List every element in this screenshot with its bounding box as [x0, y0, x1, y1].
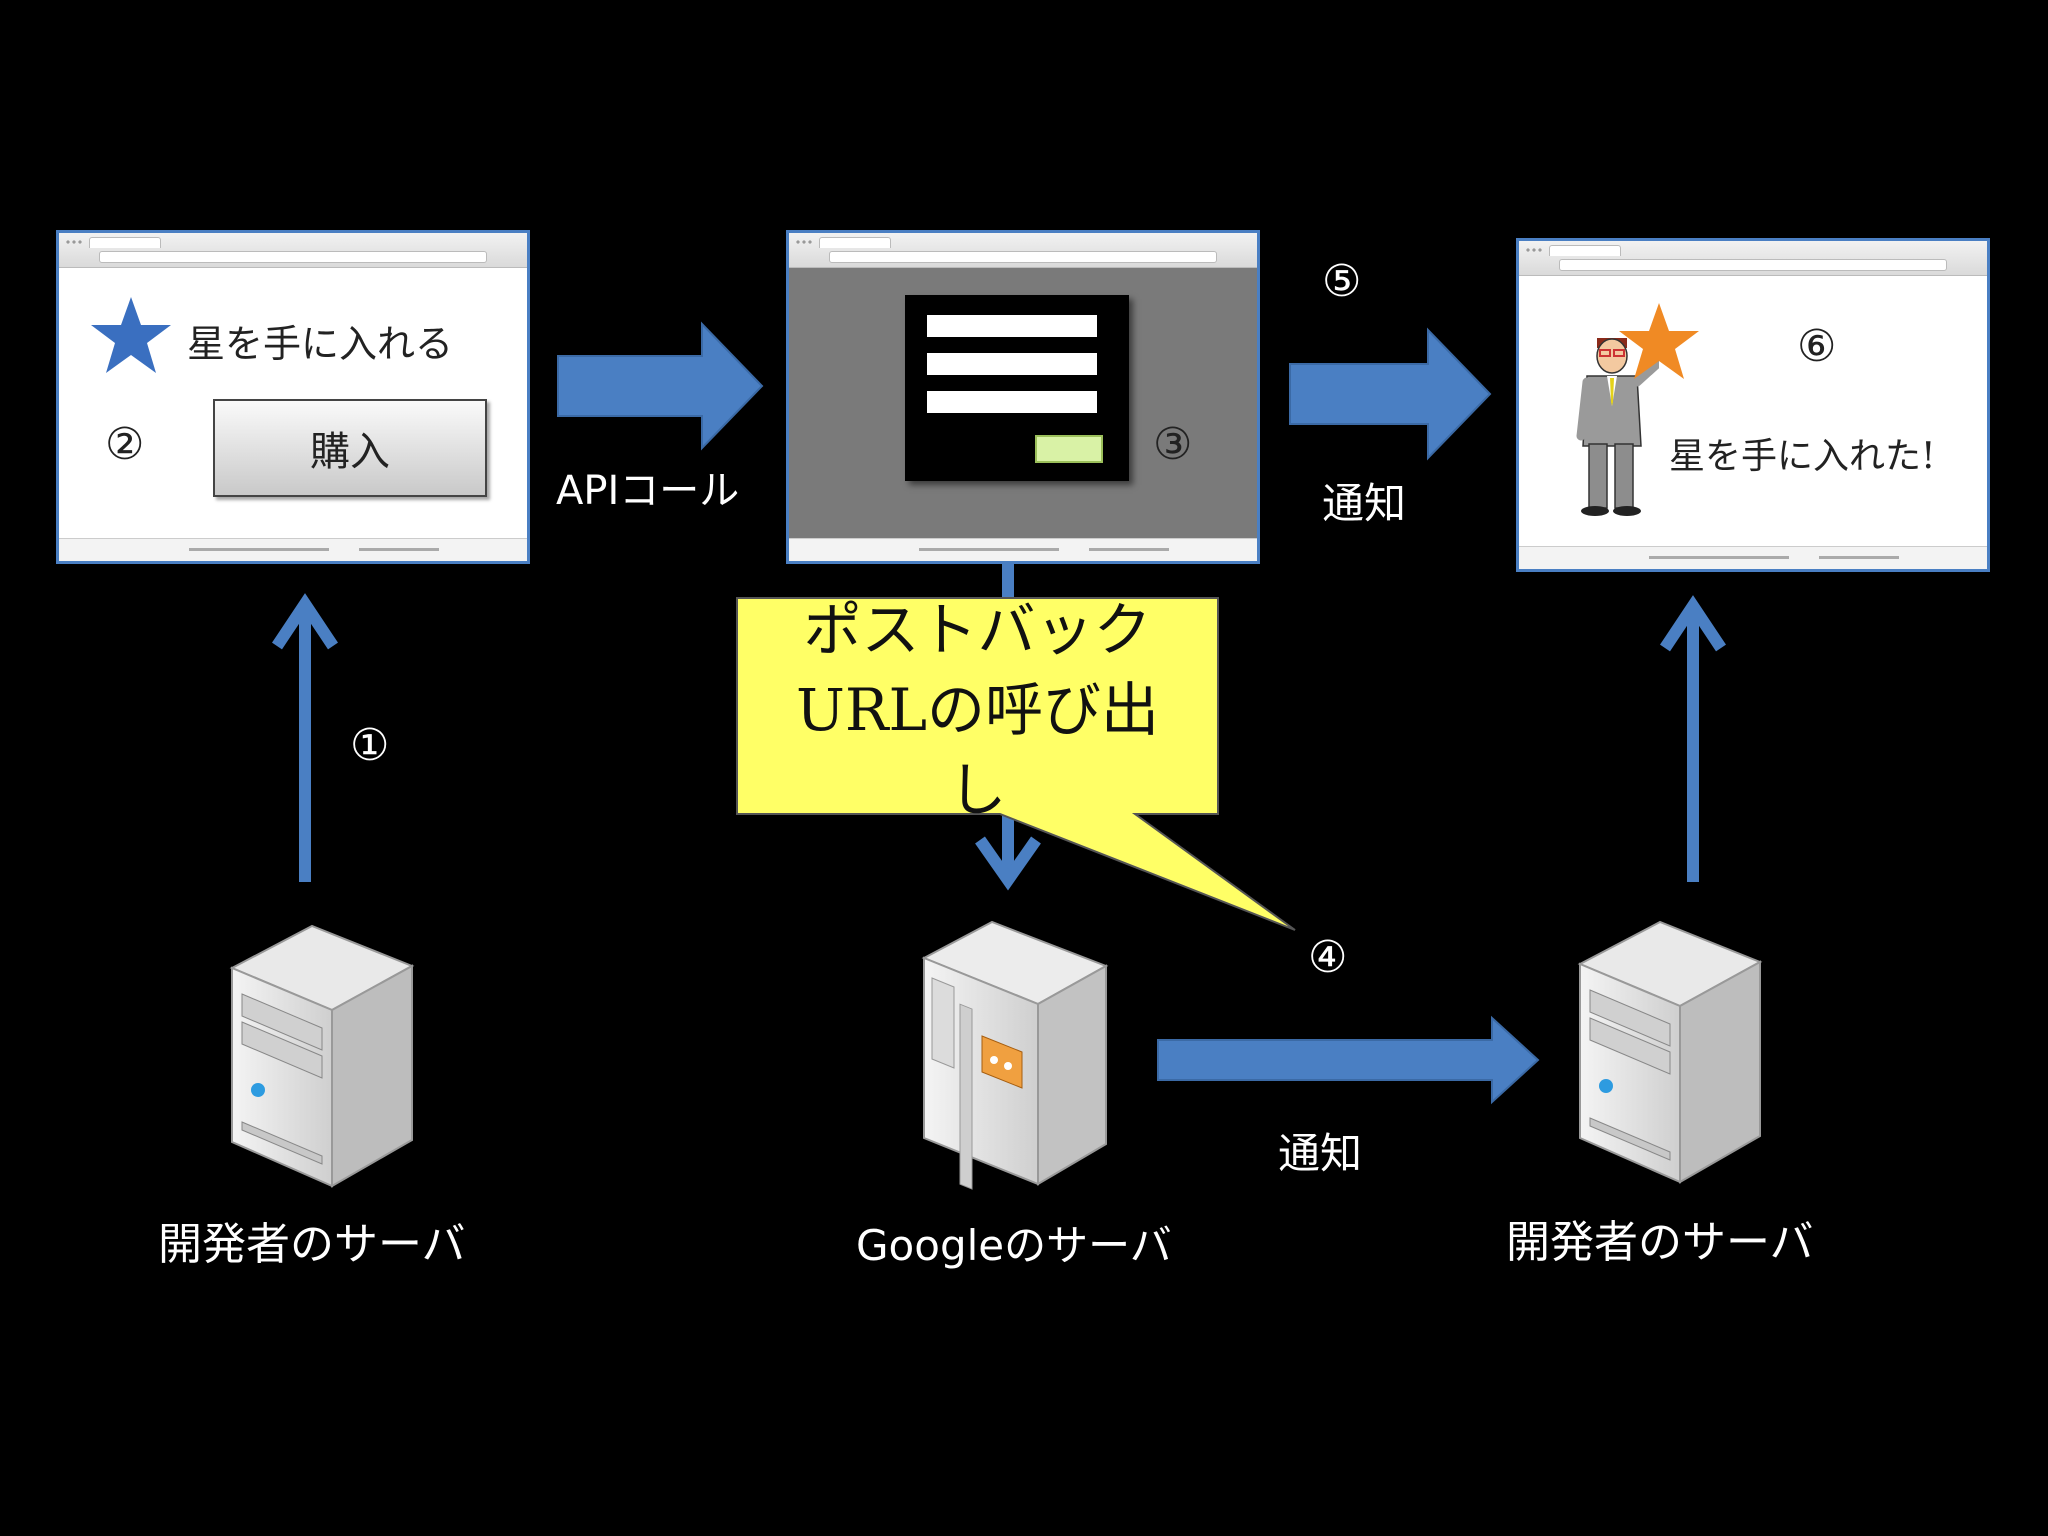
- step-four: ④: [1308, 932, 1348, 983]
- businessman-icon: [1576, 338, 1659, 516]
- browser-window-left: 星を手に入れる ② 購入: [56, 230, 530, 564]
- callout-line-1: ポストバック: [803, 596, 1152, 664]
- browser-status-bar: [1519, 546, 1987, 569]
- callout-line-2: URLの呼び出: [795, 676, 1160, 744]
- browser-status-bar: [59, 538, 527, 561]
- notify-bottom-label: 通知: [1278, 1129, 1363, 1178]
- notify-top-label: 通知: [1322, 479, 1407, 528]
- browser-window-right: ⑥ 星を手に入れた!: [1516, 238, 1990, 572]
- payment-field-3[interactable]: [927, 391, 1097, 413]
- payment-dialog: [905, 295, 1129, 481]
- server-to-browser-left-arrow: [272, 593, 338, 882]
- pay-button[interactable]: [1035, 435, 1103, 463]
- step-two: ②: [105, 419, 145, 470]
- browser-toolbar: [1519, 241, 1987, 276]
- step-six: ⑥: [1797, 321, 1837, 372]
- notify-top-arrow: [1289, 327, 1492, 461]
- buy-button[interactable]: 購入: [213, 399, 487, 497]
- browser-toolbar: [789, 233, 1257, 268]
- callout-text: ポストバック URLの呼び出 し: [737, 590, 1218, 830]
- developer-server-right-label: 開発者のサーバ: [1506, 1217, 1814, 1268]
- step-one: ①: [350, 720, 390, 771]
- star-label: 星を手に入れる: [187, 322, 454, 366]
- browser-status-bar: [789, 538, 1257, 561]
- success-message: 星を手に入れた!: [1669, 436, 1936, 477]
- developer-server-left-icon: [229, 924, 415, 1188]
- browser-toolbar: [59, 233, 527, 268]
- postback-callout: [736, 597, 1296, 931]
- api-call-arrow: [557, 321, 764, 451]
- api-call-label: APIコール: [556, 468, 740, 514]
- payment-field-2[interactable]: [927, 353, 1097, 375]
- star-icon: [91, 297, 171, 373]
- callout-line-3: し: [948, 756, 1007, 824]
- step-five: ⑤: [1322, 256, 1362, 307]
- server-to-browser-right-arrow: [1660, 595, 1726, 882]
- payment-field-1[interactable]: [927, 315, 1097, 337]
- google-server-icon: [921, 920, 1109, 1190]
- step-three: ③: [1153, 419, 1193, 470]
- google-server-label: Googleのサーバ: [856, 1221, 1172, 1270]
- developer-server-right-icon: [1577, 920, 1763, 1184]
- browser-window-center: ③: [786, 230, 1260, 564]
- developer-server-left-label: 開発者のサーバ: [158, 1219, 466, 1270]
- star-orange-icon: [1619, 303, 1699, 379]
- notify-bottom-arrow: [1157, 1015, 1540, 1105]
